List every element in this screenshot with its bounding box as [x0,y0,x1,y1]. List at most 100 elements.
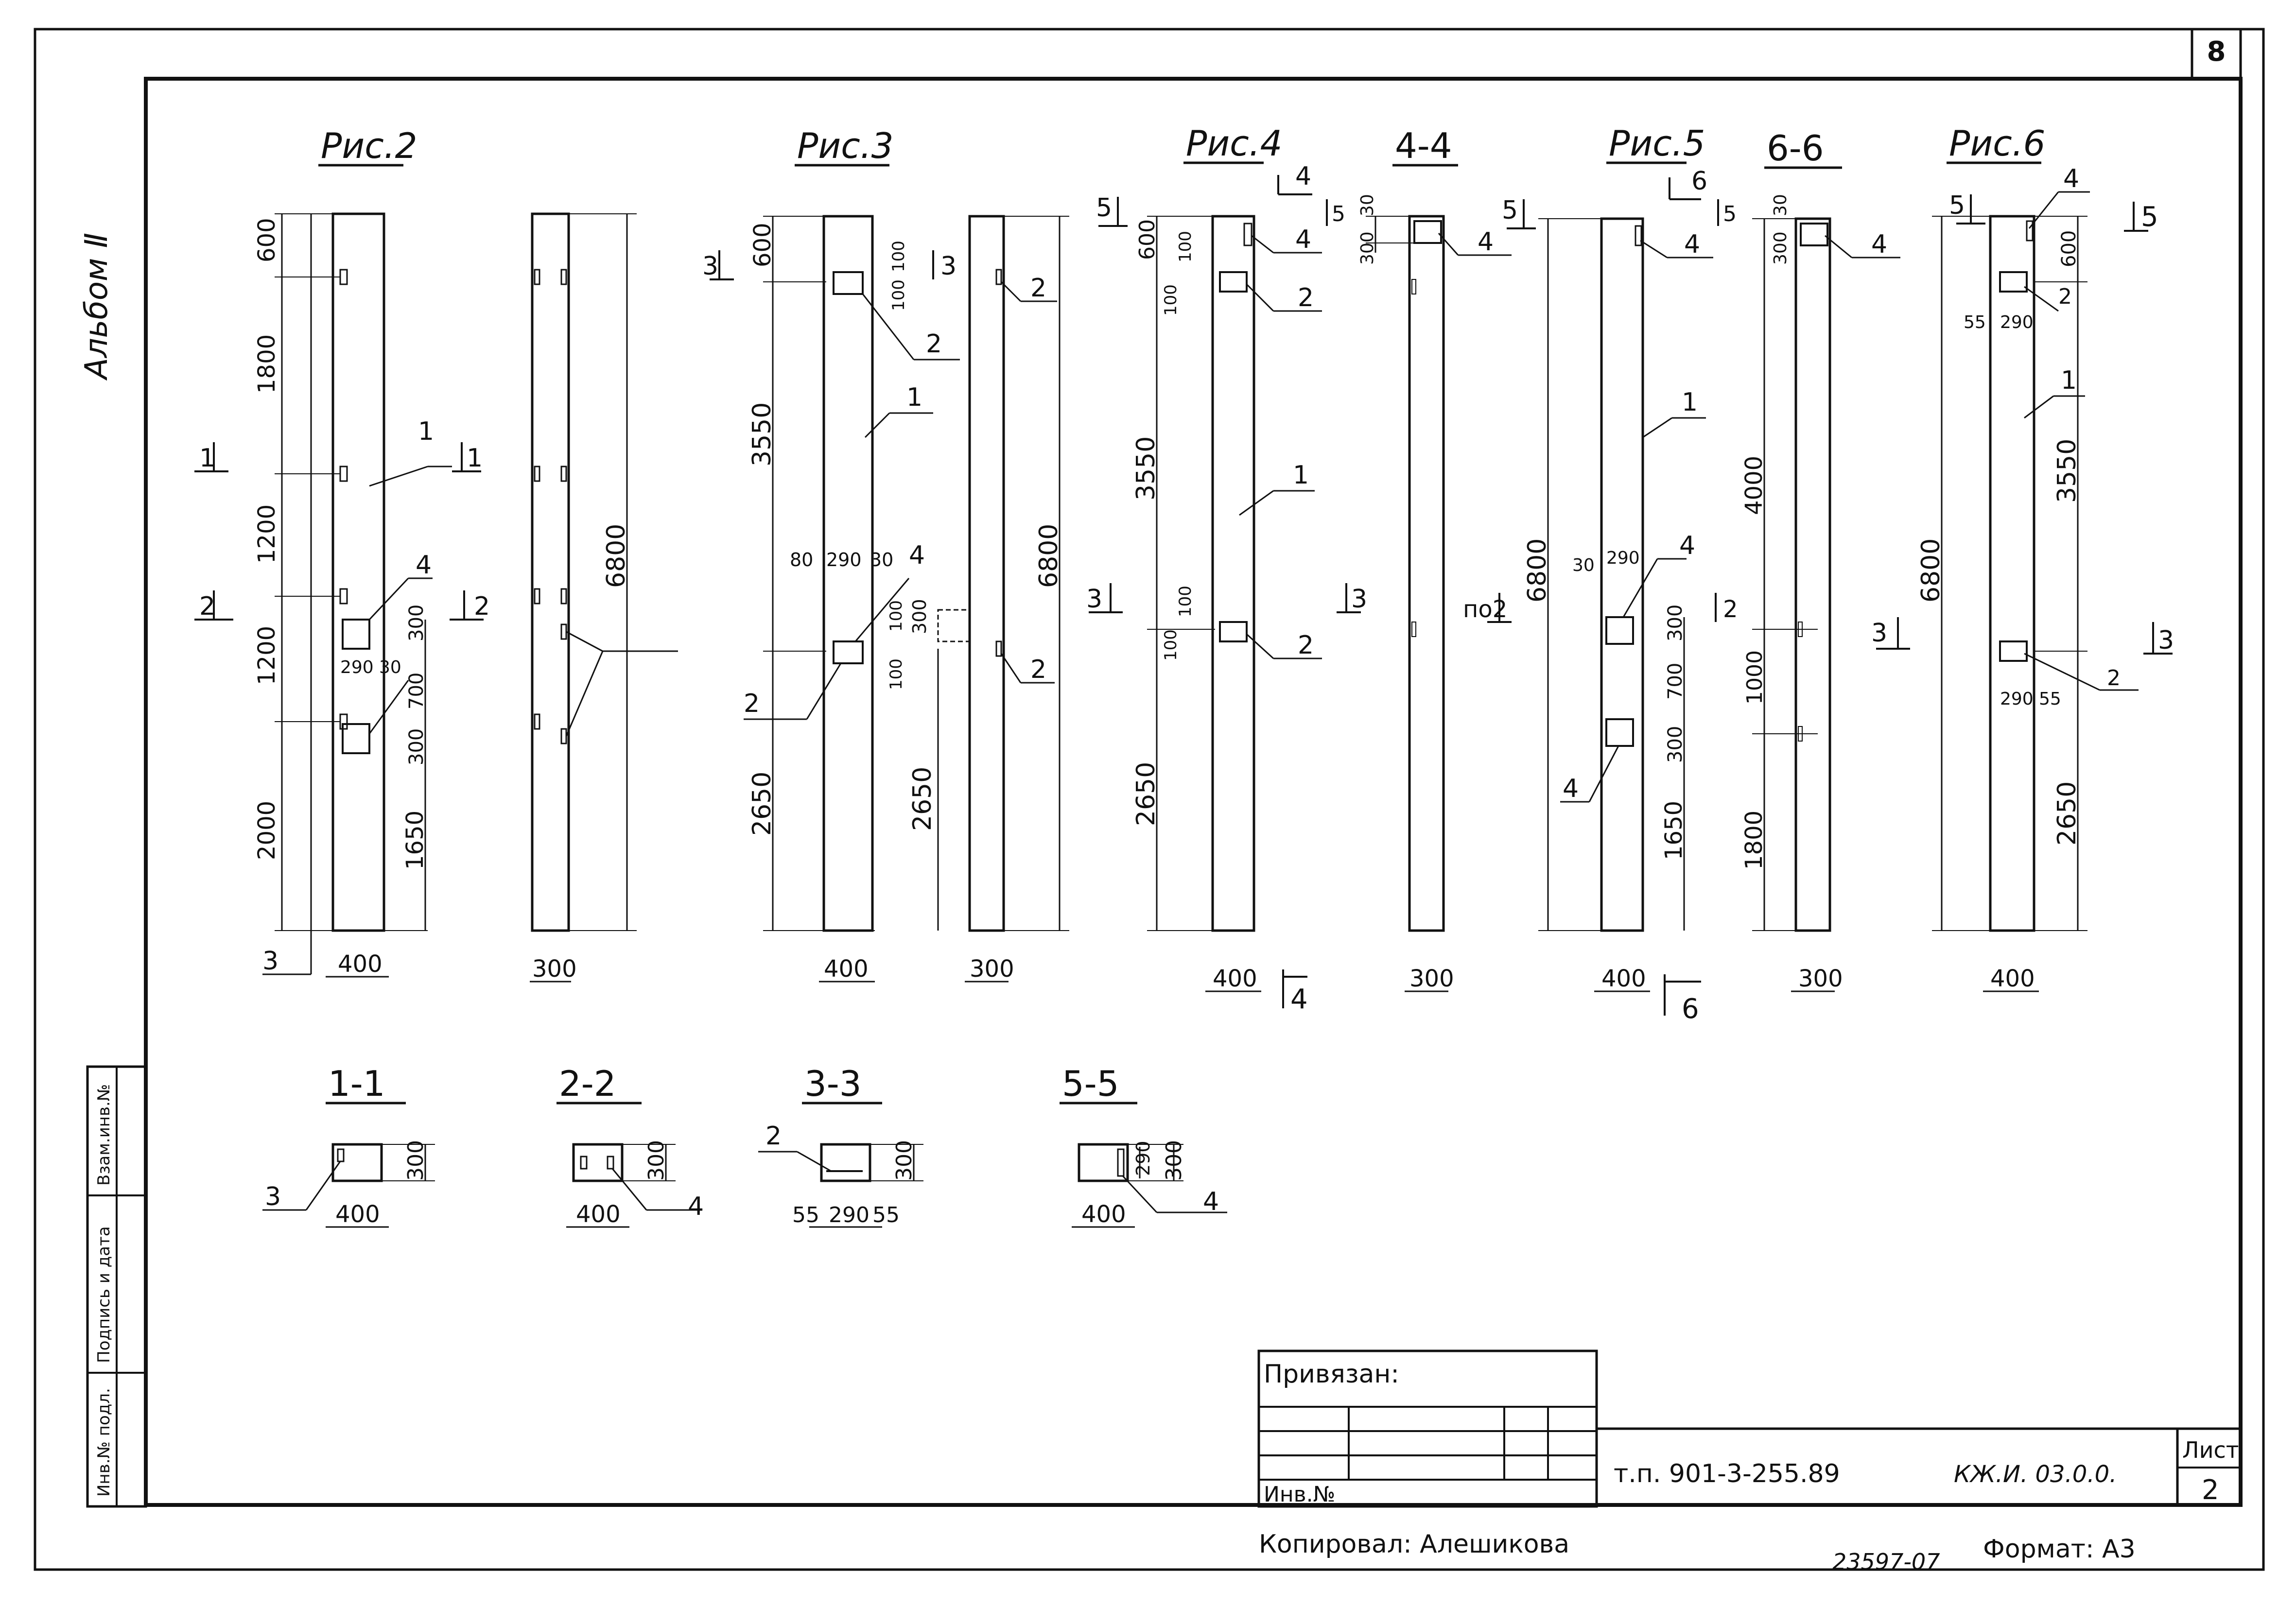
doc-code: КЖ.И. 03.0.0. [1954,1461,2117,1488]
figure-ris3-side-view: 6800 2650 300 2 2 [908,215,1069,983]
callout-number: 1 [2061,366,2077,395]
figure-ris2-side-view: 6800 300 [530,212,678,983]
sheet-corner-number: 8 [2207,36,2226,68]
callout-number: 1 [418,417,434,446]
dim-label: 400 [576,1201,621,1228]
sheet-number: 2 [2202,1474,2219,1506]
dim-label: 700 [405,673,428,709]
callout-number: 4 [1478,227,1494,257]
callout-number: 4 [1684,230,1700,259]
dim-label: 1800 [253,334,280,394]
dim-label: 300 [909,599,930,634]
section-mark: 3 [940,252,957,281]
dim-label: 400 [1213,965,1257,992]
dim-label: 55 [792,1203,819,1227]
dim-label: 600 [749,223,776,267]
dim-label: 290 [826,549,862,570]
dim-label: 100 [889,279,908,311]
dim-label: 6800 [1034,524,1063,588]
dim-label: 1000 [1742,650,1767,705]
callout-number: 3 [265,1182,281,1211]
callout-number: 1 [1293,461,1309,490]
dim-label: 30 [1771,194,1791,216]
title-block: Привязан: Инв.№ т.п. 901-3-255.89 КЖ.И. … [1257,1349,2241,1508]
dim-label: 300 [1357,231,1377,265]
callout-number: 3 [262,947,278,976]
dim-label: 300 [403,1140,428,1181]
section-mark: по2 [1463,596,1507,623]
figure-title: 6-6 [1767,128,1824,169]
dim-label: 300 [892,1140,917,1181]
dim-label: 100 [1161,284,1181,316]
dim-label: 2650 [2052,781,2082,846]
dim-label: 300 [1798,965,1843,992]
callout-number: 4 [416,551,432,580]
section-mark: 3 [1086,585,1102,614]
callout-number: 2 [926,329,942,359]
callout-number: 2 [1298,631,1314,660]
dim-label: 300 [1771,231,1791,265]
format-label: Формат: А3 [1983,1535,2136,1564]
dim-label: 300 [644,1140,669,1181]
callout-number: 2 [744,689,760,718]
dim-label: 400 [338,950,383,978]
cross-section-2-2: 2-2 300 400 4 [557,1063,704,1228]
sidebar-stamp: Инв.№ подл. Подпись и дата Взам.инв.№ [86,1065,147,1508]
callout-number: 1 [1682,388,1698,417]
section-mark: 5 [1723,202,1737,226]
dim-label: 290 [2000,312,2034,332]
dim-label: 2000 [253,801,280,860]
section-mark: 4 [1295,162,1311,191]
album-label: Альбом Ⅱ [79,233,115,381]
dim-label: 100 [889,241,908,272]
callout-number: 2 [2058,284,2072,309]
dim-label: 400 [1081,1201,1126,1228]
figure-title: Рис.3 [797,125,894,166]
dim-label: 300 [1664,726,1687,763]
figure-ris6: Рис.6 600 55 290 3550 6800 290 55 2650 4… [1871,123,2174,992]
dim-label: 300 [1162,1140,1186,1181]
figure-ris2: Рис.2 600 1800 1200 1200 2000 300 700 30… [194,125,490,978]
callout-number: 4 [1295,225,1311,254]
dim-label: 400 [824,955,869,983]
dim-label: 400 [1601,965,1646,992]
section-4-4: 4-4 30 300 300 4 [1357,125,1512,992]
figure-title: Рис.4 [1186,123,1283,164]
figure-title: Рис.2 [321,125,417,166]
callout-number: 2 [1298,283,1314,312]
dim-label: 55 [2039,689,2061,709]
section-title: 5-5 [1062,1063,1119,1104]
dim-label: 100 [1176,586,1195,617]
section-mark: 4 [1290,984,1308,1015]
dim-label: 6800 [1523,538,1552,603]
dim-label: 55 [1964,312,1986,332]
section-title: 2-2 [559,1063,616,1104]
archive-number: 23597-07 [1832,1549,1940,1575]
project-code: т.п. 901-3-255.89 [1614,1459,1840,1488]
dim-label: 55 [872,1203,900,1227]
callout-number: 2 [765,1122,782,1151]
stamp-cell-vzam: Взам.инв.№ [94,1084,114,1186]
section-mark: 1 [199,444,215,473]
section-mark: 5 [1332,202,1345,226]
callout-number: 4 [1203,1187,1219,1216]
section-mark: 5 [1502,196,1518,225]
figure-ris4: Рис.4 600 100 100 3550 100 100 2650 400 … [1086,123,1367,1015]
section-title: 1-1 [328,1063,385,1104]
figure-title: Рис.6 [1949,123,2046,164]
callout-number: 2 [1030,274,1046,303]
stamp-cell-inv-podl: Инв.№ подл. [94,1388,114,1497]
dim-label: 290 [829,1203,870,1227]
dim-label: 300 [405,728,428,765]
dim-label: 100 [1161,629,1181,661]
copied-by: Копировал: Алешикова [1259,1530,1569,1559]
figure-ris5: Рис.5 6800 30 290 300 700 300 1650 400 4… [1463,123,1738,1025]
section-title: 3-3 [804,1063,862,1104]
inv-label: Инв.№ [1264,1482,1335,1507]
dim-label: 400 [335,1201,380,1228]
dim-label: 100 [1176,231,1195,262]
dim-label: 6800 [1916,538,1946,603]
callout-number: 4 [2063,164,2079,193]
section-mark: 5 [2141,201,2158,233]
dim-label: 300 [1409,965,1454,992]
